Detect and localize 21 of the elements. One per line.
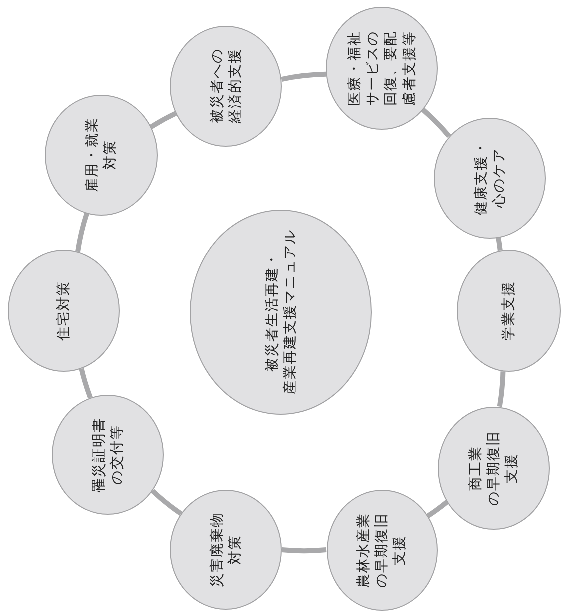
connector-line	[79, 368, 93, 399]
topic-label: 災害廃棄物対策	[208, 512, 244, 588]
connector-line	[496, 237, 503, 252]
topic-label: 住宅対策	[54, 281, 73, 341]
topic-label: 学業支援	[500, 281, 518, 341]
title-text: 被災者生活再建・産業再建支援マニュアル	[262, 230, 299, 394]
topic-label: 健康支援・心のケア	[472, 140, 508, 216]
topic-label: 農林水産業の早期復旧支援	[354, 512, 410, 588]
connector-line	[76, 212, 90, 252]
topic-label: 被災者への経済的支援	[208, 48, 244, 124]
topic-label: 雇用・就業対策	[82, 118, 119, 192]
connector-line	[150, 111, 178, 130]
connector-line	[151, 489, 183, 516]
connector-line	[421, 108, 452, 138]
connector-line	[281, 72, 326, 82]
connector-line	[497, 372, 506, 408]
topic-label: 罹災証明書の交付等	[90, 418, 126, 492]
connector-line	[282, 548, 327, 554]
connector-line	[426, 500, 449, 518]
topic-label: 商工業の早期復旧支援	[466, 430, 522, 506]
topic-label: 医療・福祉サービスの回復、要配慮者支援等	[346, 30, 418, 106]
